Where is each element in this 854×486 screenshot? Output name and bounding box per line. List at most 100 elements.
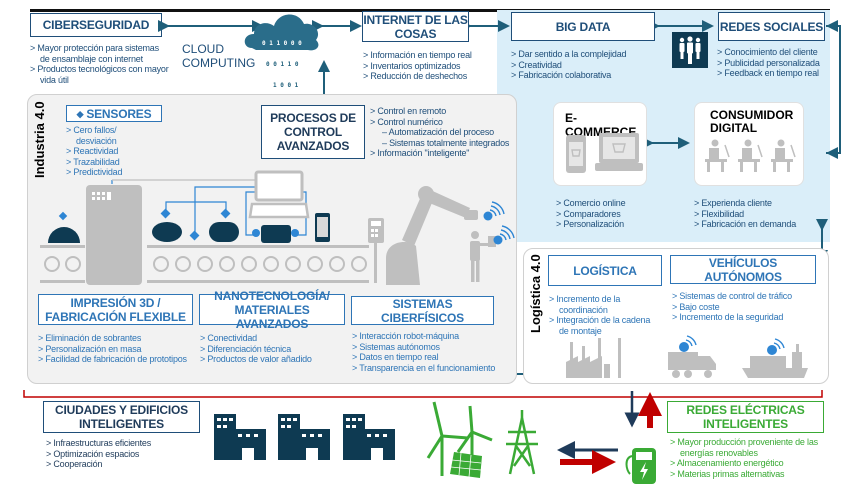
cloud-computing-label: CLOUD COMPUTING: [182, 42, 255, 70]
product-ellipse: [152, 222, 182, 242]
ciberseguridad-list: Mayor protección para sistemas de ensamb…: [30, 43, 170, 85]
ciudades-list: Infraestructuras eficientes Optimización…: [46, 438, 196, 470]
list-item: Personalización: [556, 219, 656, 230]
bigdata-title: BIG DATA: [555, 19, 611, 34]
list-item: Infraestructuras eficientes: [46, 438, 196, 449]
procesos-title: PROCESOS DE CONTROL AVANZADOS: [270, 111, 356, 153]
binary-line: 0 1 1 0 0 0: [262, 40, 302, 47]
list-item: Dar sentido a la complejidad: [511, 49, 661, 60]
procesos-title-box: PROCESOS DE CONTROL AVANZADOS: [261, 105, 365, 159]
procesos-list: Control en remoto Control numérico Autom…: [370, 106, 520, 159]
robot-arm-icon: [386, 186, 478, 285]
list-item: Fabricación colaborativa: [511, 70, 661, 81]
iot-list: Información en tiempo real Inventarios o…: [363, 50, 503, 82]
list-item: Conectividad: [200, 333, 350, 344]
list-item: Predictividad: [66, 167, 146, 178]
cloud-label-line1: CLOUD: [182, 42, 225, 56]
bigdata-title-box: BIG DATA: [511, 12, 655, 41]
redes-title-box: REDES ELÉCTRICAS INTELIGENTES: [667, 401, 824, 433]
arrow-social-consumidor: [826, 25, 841, 154]
list-item: Comercio online: [556, 198, 656, 209]
product-block: [261, 225, 291, 243]
social-list: Conocimiento del cliente Publicidad pers…: [717, 47, 837, 79]
redes-list: Mayor producción proveniente de las ener…: [670, 437, 830, 479]
conveyor-rollers: [44, 256, 367, 272]
list-item: Mayor producción proveniente de las ener…: [670, 437, 830, 458]
list-item: Integración de la cadena de montaje: [549, 315, 659, 336]
printer-machine: [86, 185, 142, 285]
list-item: Fabricación en demanda: [694, 219, 824, 230]
social-title: REDES SOCIALES: [719, 19, 824, 34]
solar-panel-icon: [450, 452, 482, 478]
consumidor-card: CONSUMIDOR DIGITAL: [694, 102, 804, 186]
nano-title-box: NANOTECNOLOGÍA/ MATERIALES AVANZADOS: [199, 289, 345, 331]
digital-consumers-icon: [705, 139, 796, 172]
conveyor-rail: [40, 245, 85, 248]
redes-title: REDES ELÉCTRICAS INTELIGENTES: [686, 403, 805, 431]
binary-line: 1 1 0 1 1 1: [262, 61, 302, 68]
wireless-icon: [483, 201, 515, 245]
impresion-title: IMPRESIÓN 3D / FABRICACIÓN FLEXIBLE: [45, 295, 186, 324]
list-item: Conocimiento del cliente: [717, 47, 837, 58]
charging-station-icon: [625, 448, 656, 484]
list-item: Inventarios optimizados: [363, 61, 503, 72]
impresion-list: Eliminación de sobrantes Personalización…: [38, 333, 193, 365]
devices-cart-icon: [566, 133, 643, 173]
factory-illustration: [40, 170, 515, 285]
buildings-icons: [214, 414, 395, 460]
energy-illustration: [426, 401, 656, 484]
people-icon: [672, 32, 708, 68]
factory-icon: [566, 356, 602, 378]
list-item: Creatividad: [511, 60, 661, 71]
list-item: Comparadores: [556, 209, 656, 220]
consumidor-list: Experienda cliente Flexibilidad Fabricac…: [694, 198, 824, 230]
sensores-title-box: ◆ SENSORES: [66, 105, 162, 122]
list-item: Productos de valor añadido: [200, 354, 350, 365]
logistics-illustration: [566, 335, 808, 378]
ship-icon: [742, 368, 808, 378]
list-item: Información en tiempo real: [363, 50, 503, 61]
energy-bracket: [23, 390, 823, 398]
nano-list: Conectividad Diferenciación técnica Prod…: [200, 333, 350, 365]
cloud-label-line2: COMPUTING: [182, 56, 256, 70]
list-item: Personalización en masa: [38, 344, 193, 355]
sensores-title: SENSORES: [86, 106, 152, 121]
ecommerce-list: Comercio online Comparadores Personaliza…: [556, 198, 656, 230]
list-item: Cero fallos/ desviación: [66, 125, 146, 146]
ciberseguridad-title-box: CIBERSEGURIDAD: [30, 13, 162, 37]
item-text: Comercio online: [563, 198, 626, 208]
binary-line: 1 0 0 1: [273, 82, 299, 89]
ciberfisicos-title: SISTEMAS CIBERFÍSICOS: [381, 296, 464, 325]
logistica-title-box: LOGÍSTICA: [548, 255, 662, 286]
bigdata-list: Dar sentido a la complejidad Creatividad…: [511, 49, 661, 81]
list-item: Incremento de la seguridad: [672, 312, 822, 323]
list-item: Eliminación de sobrantes: [38, 333, 193, 344]
list-item: Transparencia en el funcionamiento: [352, 363, 512, 374]
logistica-list: Incremento de la coordinación Integració…: [549, 294, 659, 336]
list-item: Control en remoto: [370, 106, 520, 117]
ciudades-title-box: CIUDADES Y EDIFICIOS INTELIGENTES: [43, 401, 200, 433]
power-tower-icon: [506, 410, 538, 475]
top-rule: [30, 9, 830, 12]
vehiculos-title-box: VEHÍCULOS AUTÓNOMOS: [670, 255, 816, 284]
list-item: Reactividad: [66, 146, 146, 157]
cloud-icon: [244, 14, 319, 51]
list-item: Datos en tiempo real: [352, 352, 512, 363]
list-item: Incremento de la coordinación: [549, 294, 659, 315]
iot-title: INTERNET DE LAS COSAS: [363, 12, 468, 41]
ciberfisicos-list: Interacción robot-máquina Sistemas autón…: [352, 331, 512, 373]
cloud-binary-top: 0 1 1 0 0 0 1 1 0 1 1 1 1 0 0 0: [262, 26, 302, 96]
list-item: Facilidad de fabricación de prototipos: [38, 354, 193, 365]
list-item: Almacenamiento energético: [670, 458, 830, 469]
list-item: Mayor protección para sistemas de ensamb…: [30, 43, 170, 64]
list-subitem: Automatización del proceso: [370, 127, 520, 138]
consumidor-title: CONSUMIDOR DIGITAL: [710, 108, 794, 135]
list-item: Trazabilidad: [66, 157, 146, 168]
list-item: Materias primas alternativas: [670, 469, 830, 480]
list-item: Optimización espacios: [46, 449, 196, 460]
ciberfisicos-title-box: SISTEMAS CIBERFÍSICOS: [351, 296, 494, 325]
person-icon: [470, 231, 496, 282]
list-item: Información "inteligente": [370, 148, 520, 159]
diamond-icon: ◆: [76, 108, 84, 119]
list-subitem: Sistemas totalmente integrados: [370, 138, 520, 149]
